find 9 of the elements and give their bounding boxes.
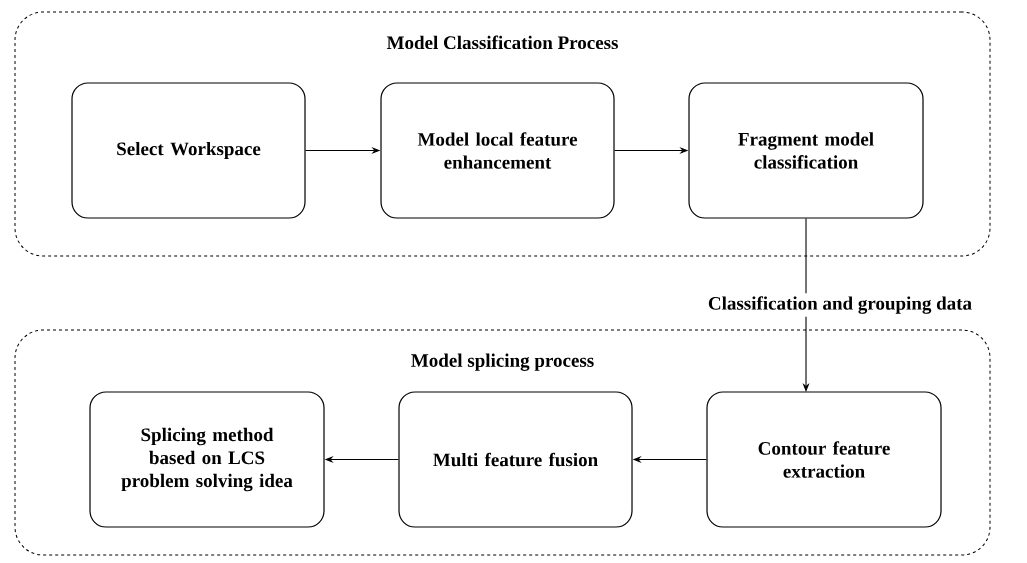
process-box: Multi feature fusion <box>398 391 633 528</box>
process-box: Contour feature extraction <box>706 391 942 528</box>
process-box: Select Workspace <box>71 82 306 219</box>
group-title: Model splicing process <box>411 353 594 371</box>
edge-label: Classification and grouping data <box>704 293 976 317</box>
group-title: Model Classification Process <box>386 35 618 50</box>
process-box: Fragment model classification <box>688 82 924 219</box>
process-box: Splicing method based on LCS problem solving idea <box>89 391 325 528</box>
process-box: Model local feature enhancement <box>380 82 615 219</box>
